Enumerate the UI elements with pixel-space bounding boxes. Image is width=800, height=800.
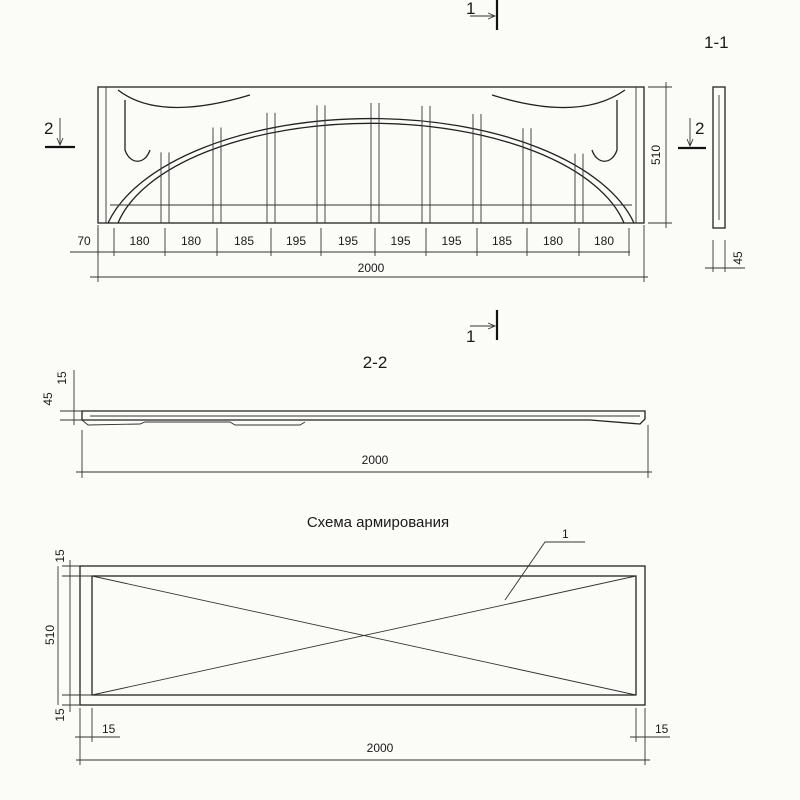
height-dim-label: 510 (649, 145, 663, 165)
section-1-1-view: 45 (705, 86, 745, 272)
reinforcement-title: Схема армирования (307, 514, 449, 531)
cover-bottom-label: 15 (53, 708, 67, 722)
top-dim-label: 15 (55, 371, 69, 385)
segment-dim-label: 195 (338, 234, 358, 248)
cover-right-label: 15 (655, 722, 669, 736)
segment-dim-label: 185 (234, 234, 254, 248)
total-width-dim-label: 2000 (367, 741, 394, 755)
section-marker-2-right: 2 (678, 118, 706, 150)
section-2-2-view: 2000 15 45 (41, 370, 652, 478)
segment-dim-label: 180 (594, 234, 614, 248)
section-marker-label: 2 (44, 119, 53, 138)
section-1-1-title: 1-1 (704, 33, 729, 52)
cover-top-label: 15 (53, 549, 67, 563)
section-marker-label: 1 (466, 0, 475, 18)
section-2-2-title: 2-2 (363, 353, 388, 372)
diagonal-bar (91, 575, 637, 696)
segment-dim-label: 195 (441, 234, 461, 248)
panel-elevation (97, 86, 645, 224)
scroll-top (117, 89, 626, 109)
segment-dim-label: 185 (492, 234, 512, 248)
section-marker-2-left: 2 (44, 118, 75, 149)
height-dim-label: 510 (43, 625, 57, 645)
thickness-dim-label: 45 (41, 392, 55, 406)
callout-label: 1 (562, 527, 569, 541)
scroll-side (124, 100, 618, 162)
total-width-dim-label: 2000 (358, 261, 385, 275)
section-marker-1-bottom: 1 (466, 310, 499, 346)
segment-dim-label: 180 (543, 234, 563, 248)
elevation-dimensions: 510 2000 70 180 180 185 195 195 195 195 185 180 18… (70, 82, 672, 282)
total-width-dim-label: 2000 (362, 453, 389, 467)
cover-left-label: 15 (102, 722, 116, 736)
segment-dim-label: 70 (77, 234, 91, 248)
segment-dim-label: 195 (390, 234, 410, 248)
section-marker-1-top: 1 (466, 0, 499, 30)
callout-leader (504, 541, 585, 601)
section-marker-label: 1 (466, 327, 475, 346)
segment-dim-label: 180 (129, 234, 149, 248)
segment-dim-label: 180 (181, 234, 201, 248)
thickness-dim-label: 45 (731, 251, 745, 265)
segment-dim-label: 195 (286, 234, 306, 248)
section-marker-label: 2 (695, 119, 704, 138)
reinforcement-scheme: 1 15 510 15 15 15 2000 (43, 527, 670, 765)
